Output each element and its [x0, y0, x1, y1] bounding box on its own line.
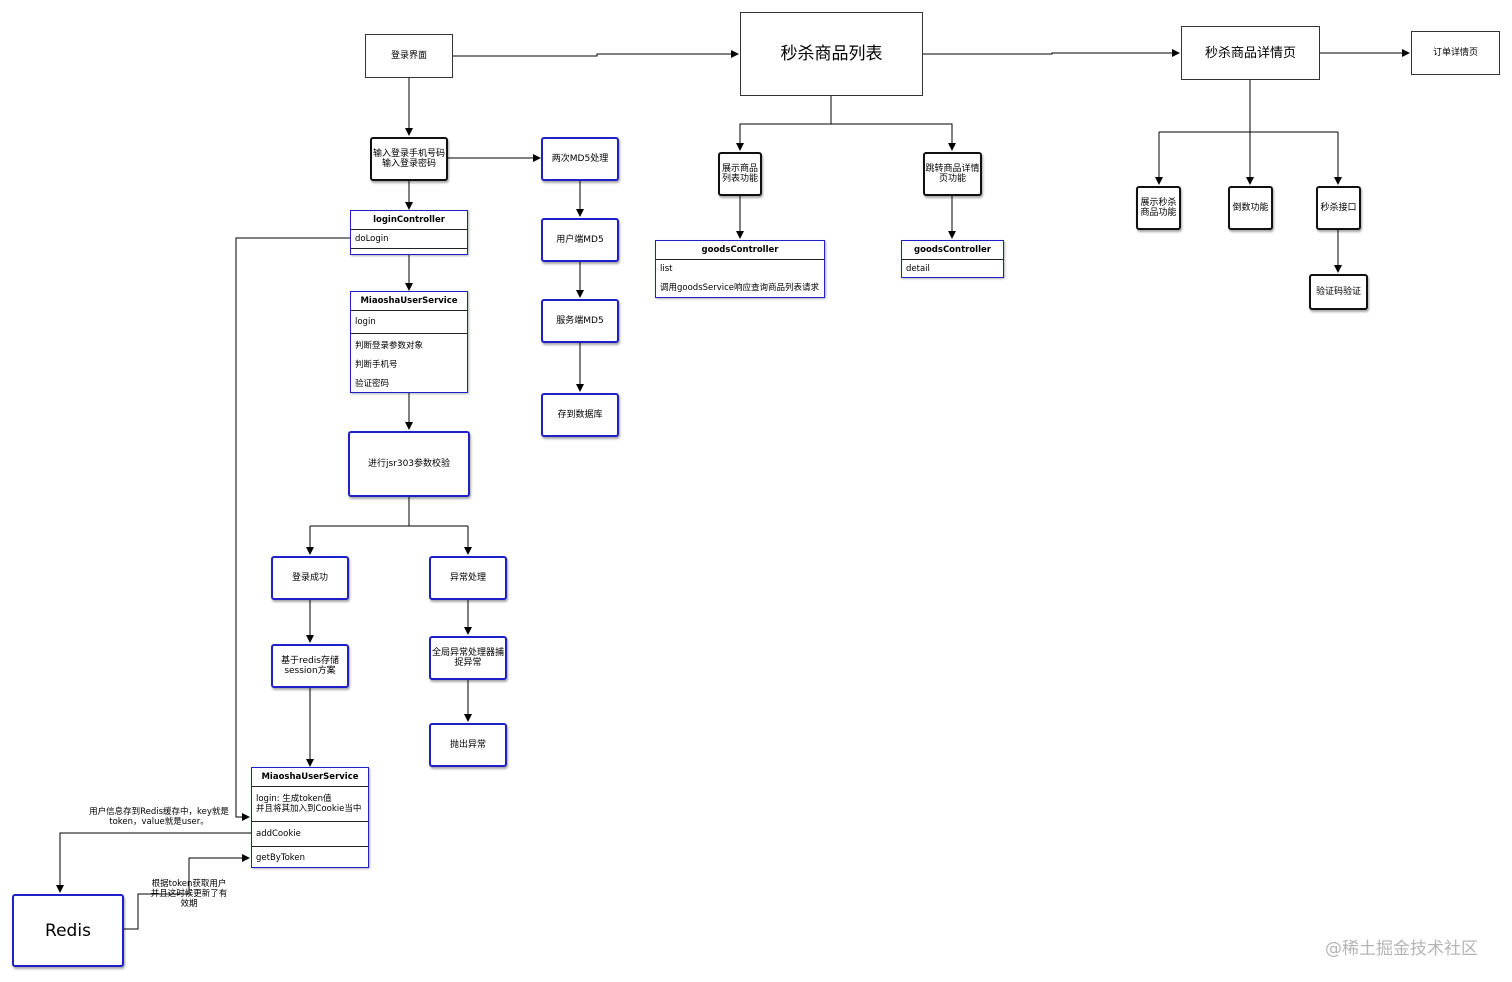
seckill-list-node: 秒杀商品列表 — [740, 12, 923, 96]
class-method-verify-password: 验证密码 — [355, 378, 390, 389]
class-method-detail: detail — [906, 264, 930, 274]
edge-list-to-detail — [923, 49, 1180, 57]
class-method-check-params: 判断登录参数对象 — [355, 340, 424, 351]
watermark: @稀土掘金技术社区 — [1325, 939, 1478, 959]
edge-redis-to-getbytoken — [124, 854, 250, 930]
login-success-node: 登录成功 — [271, 556, 349, 600]
order-detail-node: 订单详情页 — [1411, 31, 1500, 75]
class-method-getbytoken: getByToken — [256, 853, 306, 863]
class-divider — [351, 333, 467, 334]
show-seckill-node: 展示秒杀 商品功能 — [1136, 186, 1181, 230]
class-method-list: list — [660, 264, 673, 274]
md5-server-node: 服务端MD5 — [541, 299, 619, 343]
class-title: MiaoshaUserService — [252, 768, 368, 787]
class-title: goodsController — [656, 241, 824, 260]
edge-dologin-loop — [235, 237, 350, 821]
user-service-class-1: MiaoshaUserService login 判断登录参数对象 判断手机号 … — [350, 291, 468, 393]
seckill-api-node: 秒杀接口 — [1316, 186, 1361, 230]
goods-controller-class-2: goodsController detail — [901, 240, 1004, 278]
token-lookup-note: 根据token获取用户 并且这时候更新了有 效期 — [150, 879, 228, 909]
class-method-query-list: 调用goodsService响应查询商品列表请求 — [660, 283, 820, 293]
edge-login-to-list — [453, 50, 739, 58]
class-method-login-token: login: 生成token值 并且将其加入到Cookie当中 — [256, 794, 362, 814]
seckill-detail-node: 秒杀商品详情页 — [1181, 26, 1320, 80]
class-method-addcookie: addCookie — [256, 829, 301, 839]
goto-detail-node: 跳转商品详情 页功能 — [923, 152, 982, 196]
class-divider — [351, 248, 467, 249]
class-title: loginController — [351, 211, 467, 230]
redis-node: Redis — [12, 894, 124, 967]
input-credentials-node: 输入登录手机号码 输入登录密码 — [370, 137, 448, 181]
class-method-check-phone: 判断手机号 — [355, 359, 398, 370]
show-list-node: 展示商品 列表功能 — [718, 152, 762, 196]
class-method-login: login — [355, 317, 376, 327]
global-exception-node: 全局异常处理器捕 捉异常 — [429, 636, 507, 680]
class-title: goodsController — [902, 241, 1003, 260]
md5-twice-node: 两次MD5处理 — [541, 137, 619, 181]
redis-session-node: 基于redis存储 session方案 — [271, 644, 349, 688]
class-method-dologin: doLogin — [355, 234, 389, 244]
user-service-class-2: MiaoshaUserService login: 生成token值 并且将其加… — [251, 767, 369, 868]
class-divider — [252, 821, 368, 822]
captcha-node: 验证码验证 — [1309, 274, 1368, 310]
edge-list-branch — [736, 96, 832, 151]
save-db-node: 存到数据库 — [541, 393, 619, 437]
goods-controller-class-1: goodsController list 调用goodsService响应查询商… — [655, 240, 825, 298]
class-title: MiaoshaUserService — [351, 292, 467, 311]
class-divider — [252, 846, 368, 847]
jsr303-node: 进行jsr303参数校验 — [348, 431, 470, 497]
redis-store-note: 用户信息存到Redis缓存中，key就是 token，value就是user。 — [89, 807, 229, 827]
throw-exception-node: 抛出异常 — [429, 723, 507, 767]
exception-node: 异常处理 — [429, 556, 507, 600]
countdown-node: 倒数功能 — [1228, 186, 1273, 230]
edge-list-branch-right — [831, 123, 956, 151]
edge-addcookie-to-redis — [56, 832, 251, 893]
login-controller-class: loginController doLogin — [350, 210, 468, 255]
md5-client-node: 用户端MD5 — [541, 218, 619, 262]
login-page-node: 登录界面 — [365, 34, 453, 78]
